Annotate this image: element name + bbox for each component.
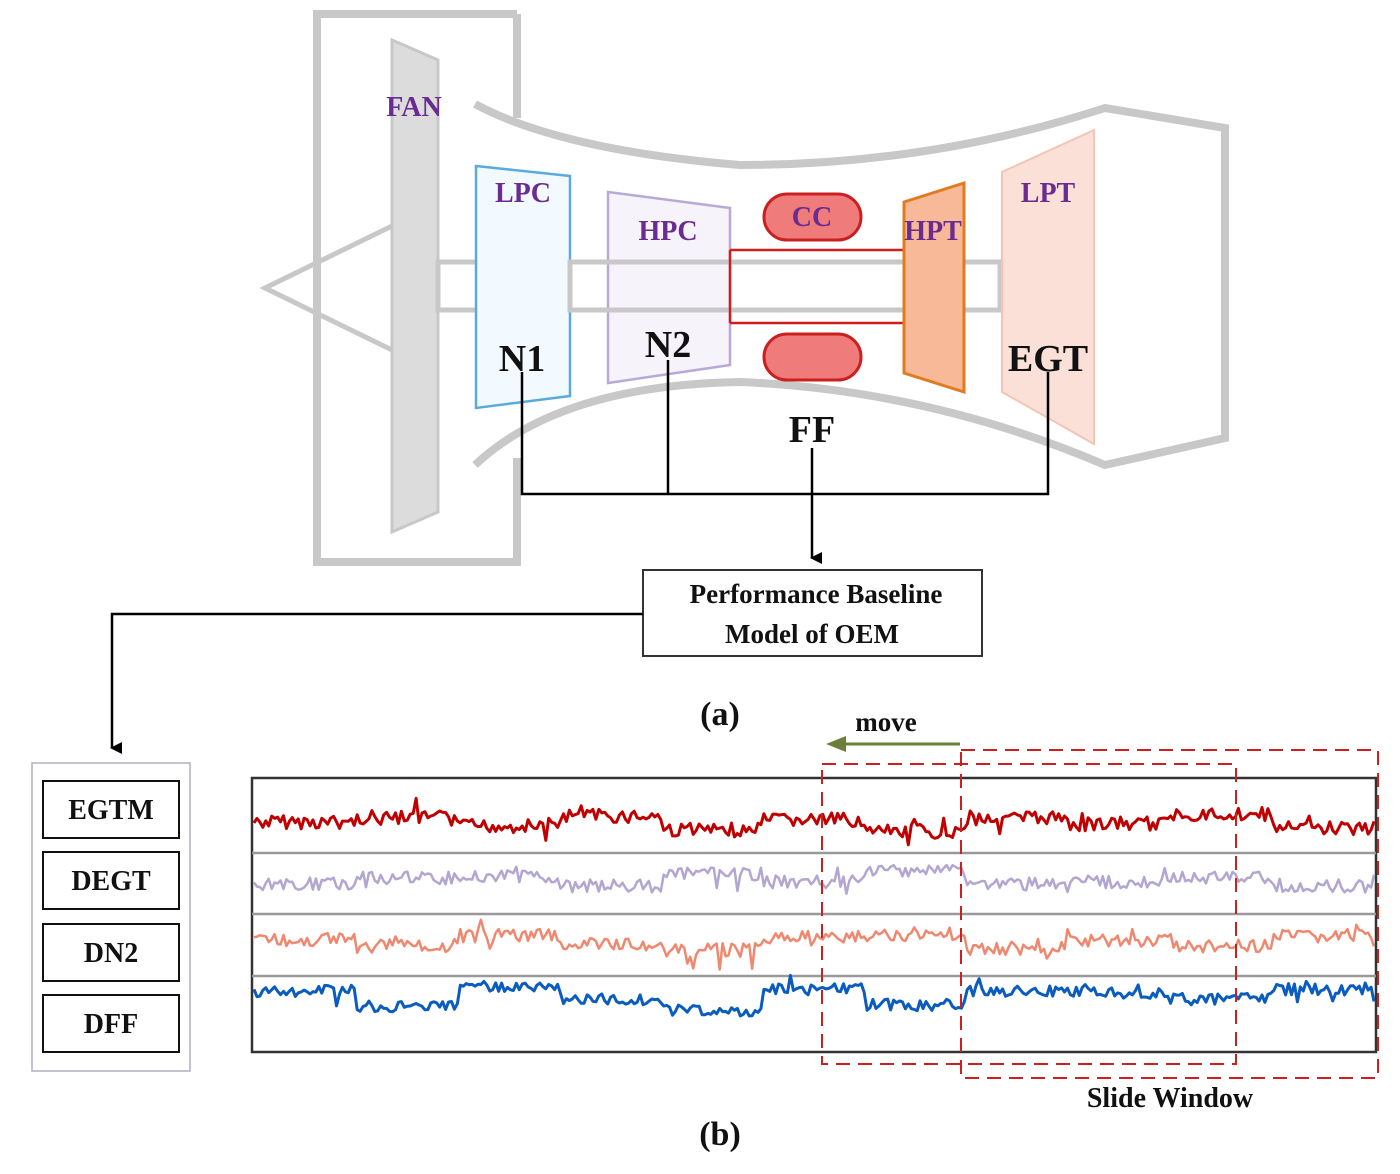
series-trace-degt [252,863,1376,895]
sensor-connector [520,360,1050,496]
indicator-box [42,994,180,1053]
shaft-high [567,259,1003,313]
indicator-label-egtm: EGTM [68,795,154,826]
cc-upper [762,192,863,242]
slide-window-previous [821,763,1237,1065]
label-n2: N2 [645,324,691,366]
label-ff: FF [789,409,835,451]
indicator-box [42,851,180,910]
move-arrow [826,736,960,752]
lpt-block [1001,128,1095,446]
timeseries-panel [250,776,1378,1054]
cc-connector [728,248,904,325]
caption-a: (a) [700,696,740,733]
baseline-model-box: Performance Baseline Model of OEM [642,569,983,657]
indicator-label-degt: DEGT [71,866,151,897]
spinner-cone [259,223,394,353]
lpc-block [474,164,572,410]
label-lpc: LPC [495,178,551,209]
cc-lower [762,332,863,382]
indicator-label-dff: DFF [84,1009,138,1040]
engine-diagram: FAN LPC HPC CC HPT LPT N1 N2 EGT FF [259,10,1229,566]
hpt-block [902,180,966,395]
series-trace-dff [252,973,1376,1018]
indicator-box [42,923,180,982]
nacelle-front [313,10,521,566]
slide-window-current [960,749,1379,1079]
slide-window-label: Slide Window [1087,1083,1254,1114]
duct-upper [472,100,1229,470]
label-cc: CC [792,202,832,233]
label-hpc: HPC [638,216,697,247]
baseline-to-indicators-arrow [110,612,643,754]
caption-b: (b) [699,1116,741,1153]
indicator-label-dn2: DN2 [84,938,138,969]
baseline-line2: Model of OEM [725,619,899,649]
indicator-box [42,780,180,839]
baseline-line1: Performance Baseline [690,579,943,609]
series-trace-dn2 [253,918,1376,971]
move-label: move [855,707,916,737]
label-hpt: HPT [904,216,962,247]
series-trace-egtm [252,796,1376,847]
label-lpt: LPT [1021,178,1076,209]
fan-blade [390,37,440,535]
label-fan: FAN [386,92,441,123]
hpc-block [606,190,732,385]
